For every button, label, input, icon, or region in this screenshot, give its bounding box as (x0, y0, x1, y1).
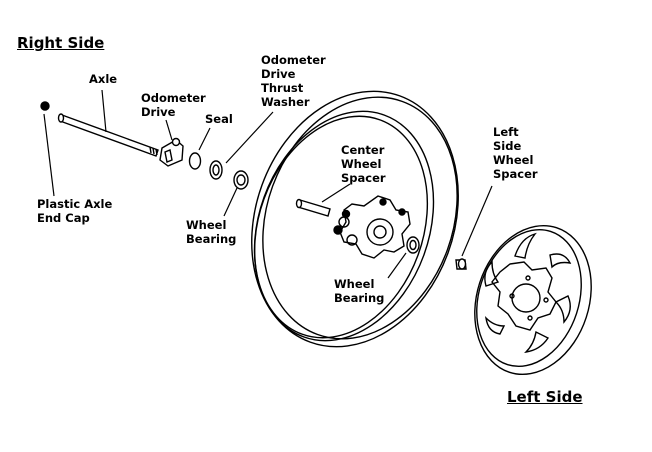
odometer-drive-part (159, 137, 184, 167)
thrust-washer-part (209, 160, 223, 180)
seal-part (188, 152, 202, 170)
left-side-heading: Left Side (507, 388, 583, 406)
odometer-drive-thrust-washer-label: Odometer Drive Thrust Washer (261, 53, 326, 109)
left-wheel-bearing-part (406, 236, 420, 254)
right-side-heading: Right Side (17, 34, 105, 52)
left-side-wheel-spacer-label: Left Side Wheel Spacer (493, 125, 538, 181)
brake-rotor-part (474, 224, 592, 376)
seal-label: Seal (205, 112, 233, 126)
right-wheel-bearing-part (233, 170, 249, 190)
plastic-axle-end-cap-label: Plastic Axle End Cap (37, 197, 113, 225)
center-wheel-spacer-label: Center Wheel Spacer (341, 143, 386, 185)
hub-part (333, 195, 411, 259)
right-wheel-bearing-label: Wheel Bearing (186, 218, 237, 246)
left-wheel-bearing-label: Wheel Bearing (334, 277, 385, 305)
axle-part (57, 113, 159, 157)
axle-label: Axle (89, 72, 118, 86)
leader-lines (43, 89, 493, 279)
center-wheel-spacer-part (295, 198, 331, 217)
plastic-axle-end-cap-part (40, 101, 50, 111)
odometer-drive-label: Odometer Drive (141, 91, 206, 119)
left-side-wheel-spacer-part (455, 258, 467, 270)
